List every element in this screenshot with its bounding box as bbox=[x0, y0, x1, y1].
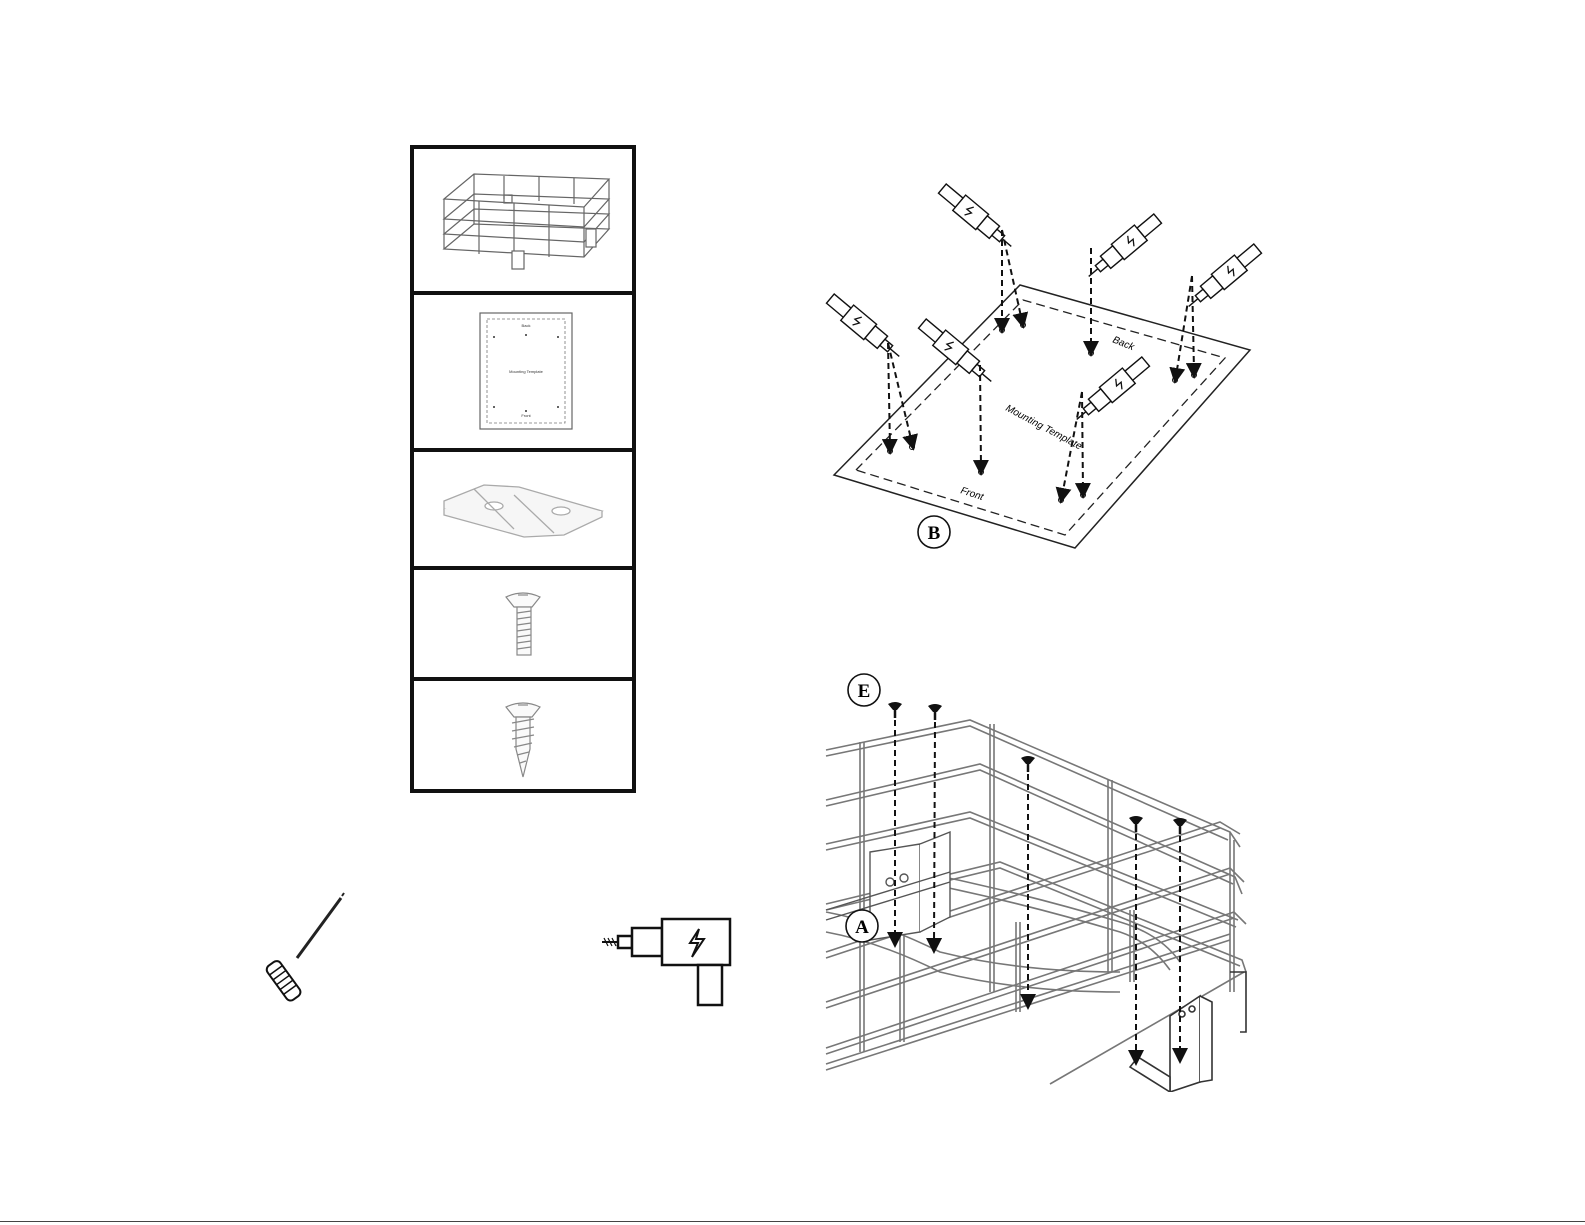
machine-screw-icon bbox=[506, 593, 540, 655]
svg-text:A: A bbox=[855, 917, 869, 938]
svg-text:Back: Back bbox=[522, 323, 531, 328]
wood-screw-icon bbox=[506, 703, 540, 777]
bracket-right bbox=[1130, 972, 1246, 1092]
template-sheet bbox=[834, 285, 1250, 548]
svg-text:Front: Front bbox=[521, 413, 531, 418]
slide-rail-left bbox=[826, 832, 950, 940]
callout-a: A bbox=[846, 910, 878, 942]
diagram-b: Back Mounting Template Front bbox=[820, 170, 1270, 580]
screwdriver-icon bbox=[245, 892, 355, 1012]
screw-3 bbox=[1021, 756, 1035, 1002]
slide-clip-icon bbox=[444, 485, 602, 537]
callout-e: E bbox=[848, 674, 880, 706]
diagram-e: E A bbox=[820, 672, 1260, 1092]
wire-basket-icon bbox=[444, 174, 609, 269]
parts-panel: Back Mounting Template Front bbox=[410, 145, 636, 793]
svg-text:B: B bbox=[928, 523, 941, 544]
svg-text:E: E bbox=[858, 681, 871, 702]
bottom-rule bbox=[0, 1221, 1585, 1222]
callout-b: B bbox=[918, 516, 950, 548]
mounting-template-icon: Back Mounting Template Front bbox=[480, 313, 572, 429]
svg-text:Mounting Template: Mounting Template bbox=[509, 369, 544, 374]
power-drill-icon bbox=[598, 915, 738, 1015]
